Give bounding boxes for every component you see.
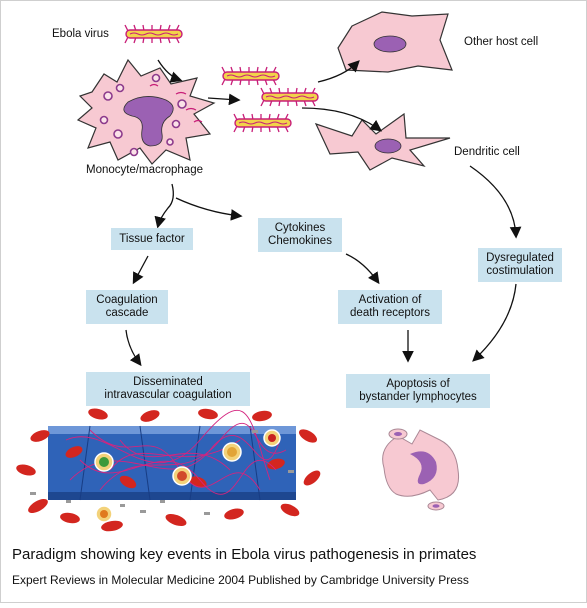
box-cytokines: Cytokines Chemokines [258,218,342,252]
box-dic-text: Disseminated intravascular coagulation [104,376,232,401]
figure-caption: Paradigm showing key events in Ebola vir… [12,546,477,563]
label-other-host-cell: Other host cell [464,36,539,48]
box-death-receptors-text: Activation of death receptors [350,294,430,319]
label-ebola-virus: Ebola virus [52,28,109,40]
apoptotic-cell-icon [382,428,460,511]
box-tissue-factor: Tissue factor [111,228,193,250]
host-cell-icon [337,11,453,73]
figure-credit: Expert Reviews in Molecular Medicine 200… [12,573,469,587]
blood-vessel-clot-icon [16,408,321,532]
box-dysregulated-text: Dysregulated costimulation [486,252,554,277]
label-dendritic-cell: Dendritic cell [454,146,520,158]
box-apoptosis: Apoptosis of bystander lymphocytes [346,374,490,408]
ebola-virion-icon [233,113,292,133]
box-cytokines-text: Cytokines Chemokines [268,222,332,247]
ebola-virion-icon [124,24,183,44]
dendritic-cell-icon [314,112,451,171]
box-apoptosis-text: Apoptosis of bystander lymphocytes [359,378,477,403]
box-death-receptors: Activation of death receptors [338,290,442,324]
monocyte-icon [76,58,216,165]
ebola-virion-icon [260,87,319,107]
box-coagulation: Coagulation cascade [86,290,168,324]
box-coagulation-text: Coagulation cascade [96,294,158,319]
label-monocyte: Monocyte/macrophage [86,164,203,176]
ebola-virion-icon [221,66,280,86]
box-dysregulated: Dysregulated costimulation [478,248,562,282]
box-tissue-factor-text: Tissue factor [119,232,185,245]
box-dic: Disseminated intravascular coagulation [86,372,250,406]
